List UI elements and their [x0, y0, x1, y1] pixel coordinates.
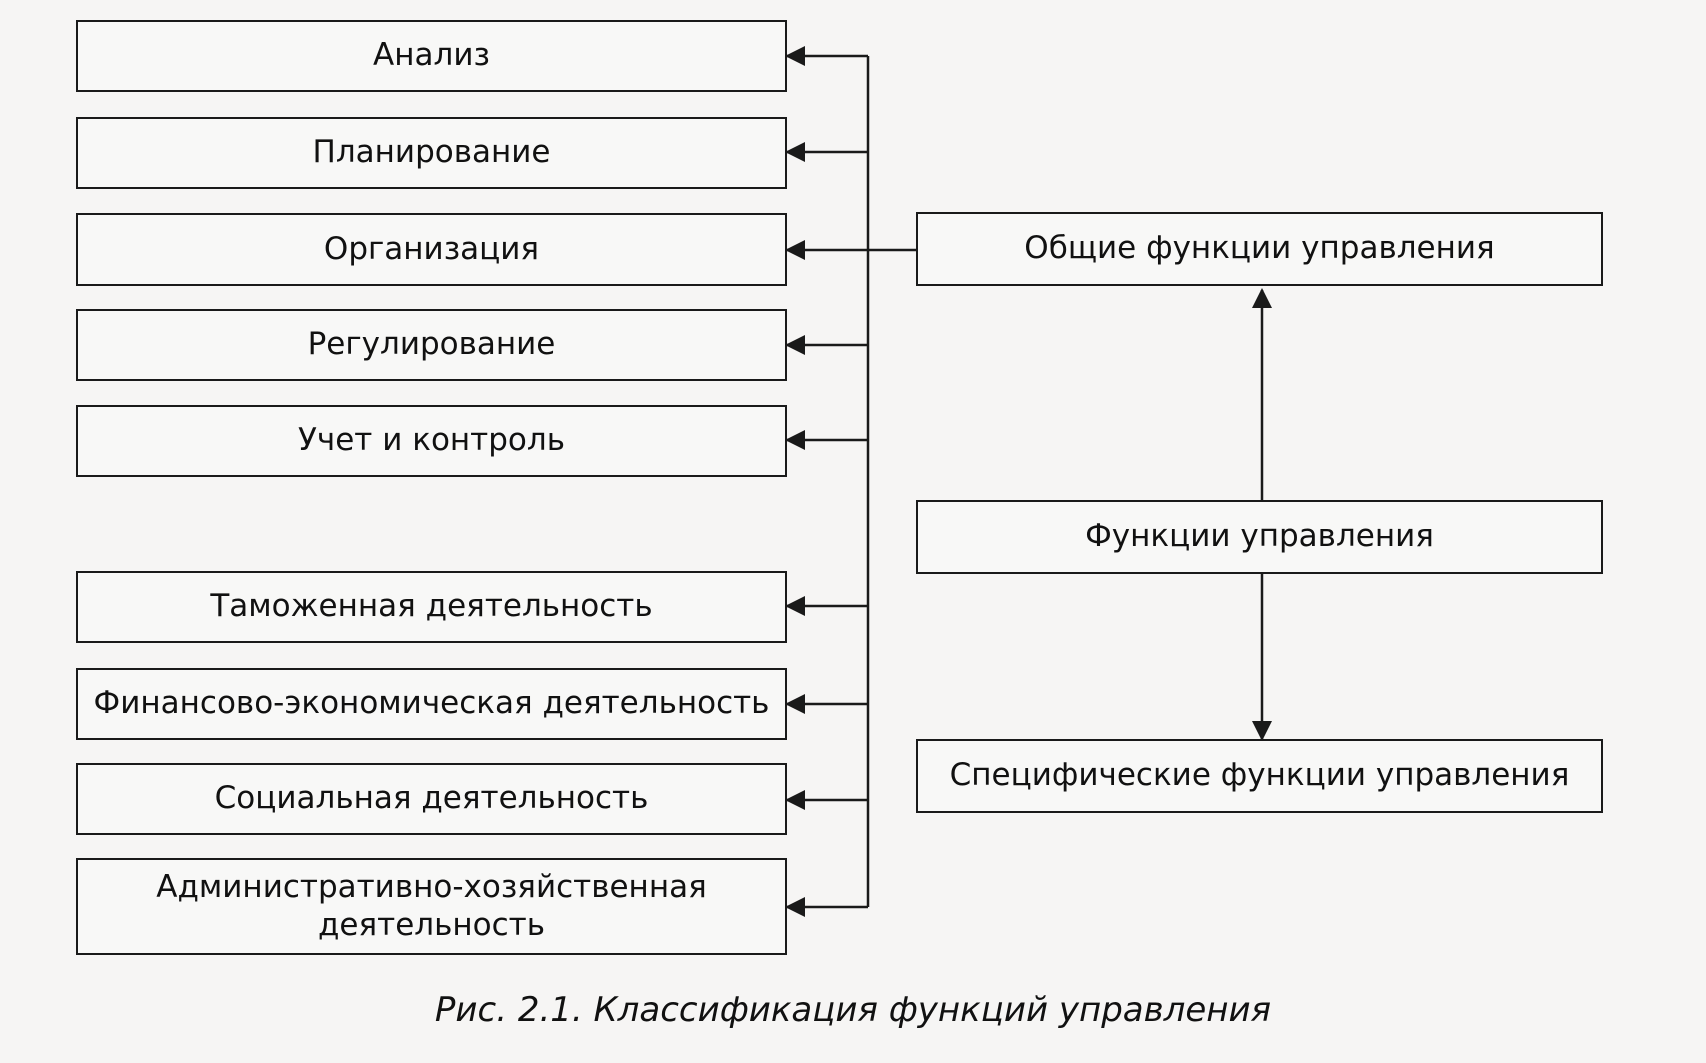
box-planirovanie: Планирование	[76, 117, 787, 189]
box-regulirovanie: Регулирование	[76, 309, 787, 381]
box-tamozhennaya-label: Таможенная деятельность	[210, 588, 653, 625]
box-specific-functions-label: Специфические функции управления	[949, 757, 1570, 794]
box-planirovanie-label: Планирование	[312, 134, 551, 171]
box-analiz: Анализ	[76, 20, 787, 92]
box-management-functions: Функции управления	[916, 500, 1603, 574]
box-uchet-kontrol: Учет и контроль	[76, 405, 787, 477]
box-general-functions-label: Общие функции управления	[1024, 230, 1495, 267]
box-administrativno-hozyaystvennaya: Административно-хозяйственная деятельнос…	[76, 858, 787, 955]
box-finansovo-ekonomicheskaya: Финансово-экономическая деятельность	[76, 668, 787, 740]
box-general-functions: Общие функции управления	[916, 212, 1603, 286]
box-organizaciya-label: Организация	[323, 230, 540, 267]
box-uchet-kontrol-label: Учет и контроль	[298, 422, 565, 459]
box-tamozhennaya: Таможенная деятельность	[76, 571, 787, 643]
box-specific-functions: Специфические функции управления	[916, 739, 1603, 813]
box-finansovo-ekonomicheskaya-label: Финансово-экономическая деятельность	[93, 685, 770, 722]
box-analiz-label: Анализ	[373, 37, 490, 74]
box-organizaciya: Организация	[76, 213, 787, 286]
box-regulirovanie-label: Регулирование	[307, 326, 556, 363]
box-management-functions-label: Функции управления	[1085, 518, 1434, 555]
box-socialnaya-label: Социальная деятельность	[214, 780, 649, 817]
box-administrativno-hozyaystvennaya-label: Административно-хозяйственная деятельнос…	[156, 869, 707, 943]
figure-caption: Рис. 2.1. Классификация функций управлен…	[434, 990, 1272, 1030]
box-socialnaya: Социальная деятельность	[76, 763, 787, 835]
